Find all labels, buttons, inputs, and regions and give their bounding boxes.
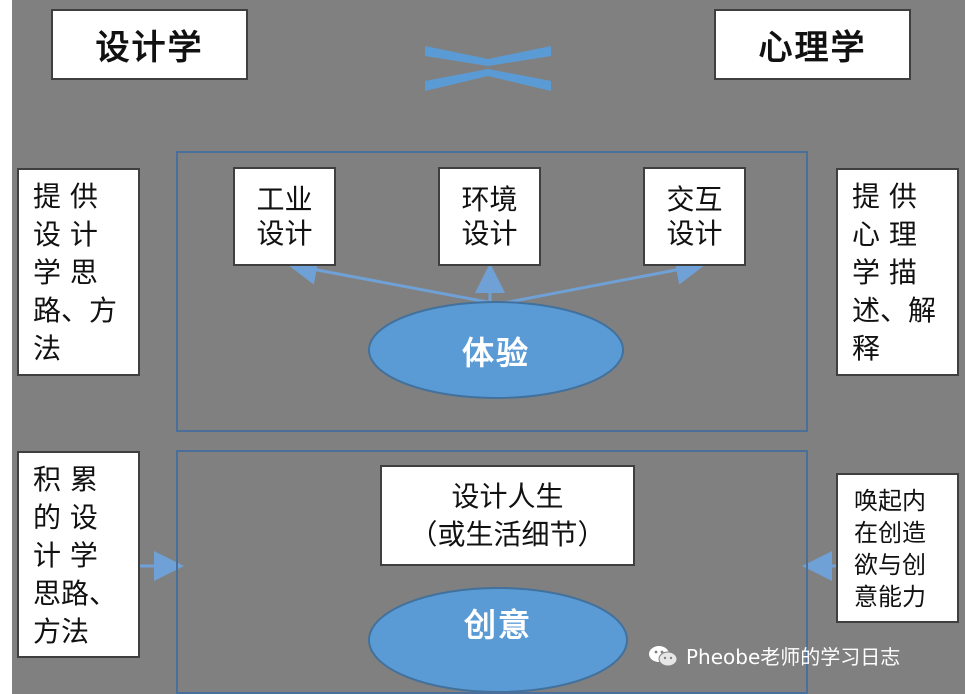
- left-lower-line: 计 学: [33, 539, 98, 572]
- psychology-discipline-title: 心理学: [714, 9, 911, 80]
- right-upper-line: 述、解: [852, 294, 937, 327]
- interaction-design-box: 交互 设计: [643, 167, 746, 266]
- experience-frame: [176, 151, 808, 432]
- left-lower-line: 的 设: [33, 501, 98, 534]
- left-upper-line: 提 供: [33, 180, 98, 213]
- industrial-design-box: 工业 设计: [233, 167, 336, 266]
- right-lower-line: 意能力: [854, 583, 926, 611]
- right-upper-line: 学 描: [852, 256, 917, 289]
- watermark: Pheobe老师的学习日志: [648, 641, 900, 670]
- right-upper-line: 提 供: [852, 180, 917, 213]
- left-upper-line: 路、方: [33, 294, 118, 327]
- right-upper-panel: 提 供 心 理 学 描 述、解 释: [836, 168, 959, 376]
- field-line: 工业: [256, 182, 313, 216]
- right-lower-line: 欲与创: [854, 551, 926, 579]
- left-upper-line: 设 计: [33, 218, 98, 251]
- field-line: 设计: [256, 216, 313, 250]
- left-lower-line: 思路、: [33, 577, 118, 610]
- creativity-label: 创意: [463, 606, 532, 644]
- arrow-to-industrial: [287, 255, 499, 306]
- right-lower-line: 在创造: [854, 519, 926, 547]
- design-life-line: 设计人生: [451, 479, 564, 513]
- experience-label: 体验: [461, 334, 530, 372]
- cross-symbol-upper: [425, 46, 551, 66]
- environment-design-box: 环境 设计: [438, 167, 541, 266]
- design-life-box: 设计人生 （或生活细节）: [380, 465, 635, 566]
- left-upper-panel: 提 供 设 计 学 思 路、方 法: [17, 168, 140, 376]
- right-upper-line: 心 理: [852, 218, 917, 251]
- wechat-icon: [649, 645, 678, 666]
- left-upper-line: 法: [33, 332, 62, 365]
- field-line: 设计: [666, 216, 723, 250]
- field-line: 环境: [461, 182, 518, 216]
- right-lower-panel: 唤起内 在创造 欲与创 意能力: [836, 473, 959, 623]
- watermark-text: Pheobe老师的学习日志: [686, 645, 901, 669]
- right-upper-line: 释: [852, 332, 881, 365]
- field-line: 设计: [461, 216, 518, 250]
- left-lower-line: 积 累: [33, 463, 98, 496]
- left-lower-panel: 积 累 的 设 计 学 思路、 方法: [17, 451, 140, 658]
- creativity-frame: [176, 450, 808, 694]
- right-lower-line: 唤起内: [854, 487, 926, 515]
- left-lower-line: 方法: [33, 615, 90, 648]
- arrow-to-interaction: [497, 255, 706, 306]
- field-line: 交互: [666, 182, 723, 216]
- experience-oval: [368, 301, 624, 399]
- left-upper-line: 学 思: [33, 256, 98, 289]
- cross-symbol-lower: [425, 69, 551, 91]
- design-life-line: （或生活细节）: [409, 517, 606, 551]
- design-discipline-title: 设计学: [51, 9, 248, 80]
